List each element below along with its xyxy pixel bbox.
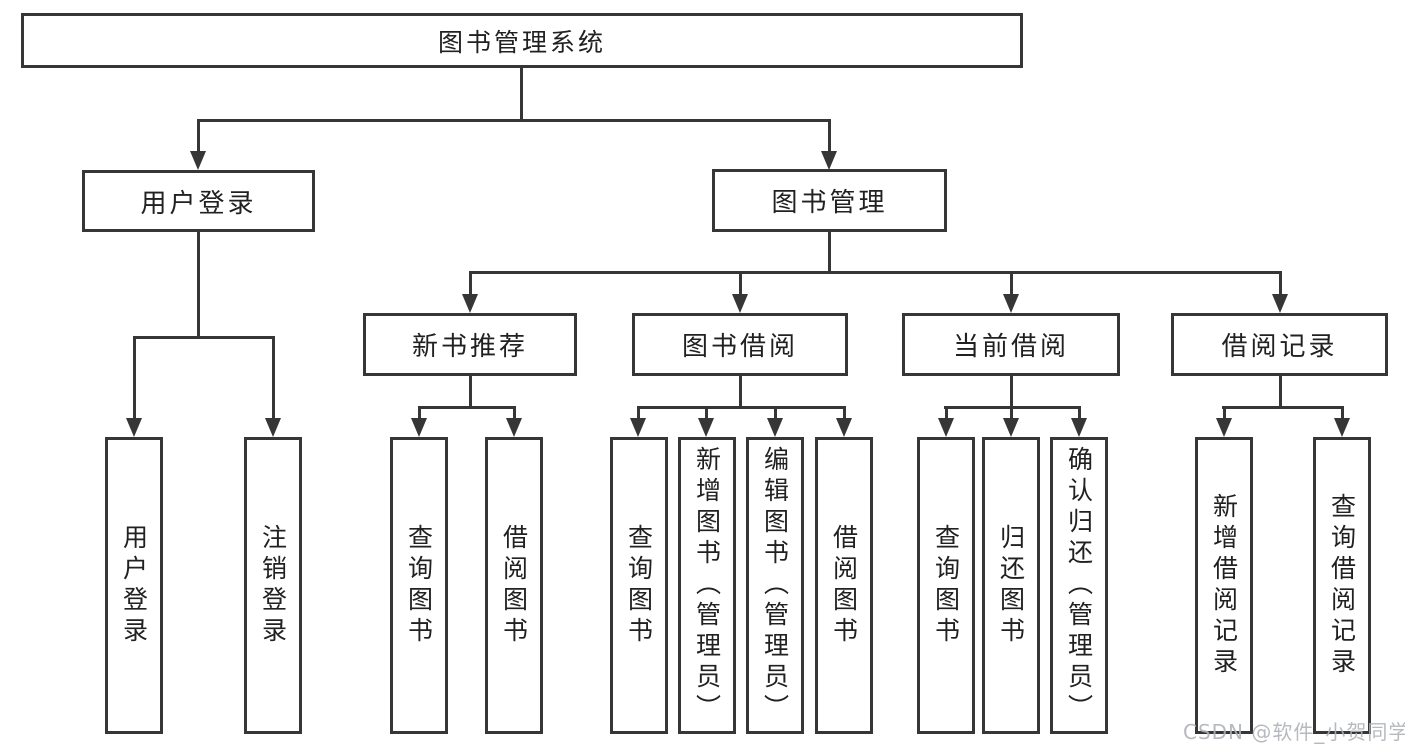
arrowhead-down-icon bbox=[767, 418, 783, 437]
leaf-borrow-books-borrowing: 借阅图书 bbox=[815, 437, 873, 734]
leaf-return-books: 归还图书 bbox=[982, 437, 1040, 734]
arrowhead-down-icon bbox=[462, 294, 478, 313]
connector-line bbox=[197, 119, 831, 122]
arrowhead-down-icon bbox=[1003, 418, 1019, 437]
arrowhead-down-icon bbox=[698, 418, 714, 437]
arrowhead-down-icon bbox=[265, 418, 281, 437]
connector-line bbox=[637, 406, 846, 409]
node-book-borrowing: 图书借阅 bbox=[632, 313, 848, 376]
connector-line bbox=[1010, 271, 1013, 295]
connector-line bbox=[418, 406, 421, 420]
connector-line bbox=[739, 271, 742, 295]
arrowhead-down-icon bbox=[1334, 418, 1350, 437]
arrowhead-down-icon bbox=[506, 418, 522, 437]
node-book-management: 图书管理 bbox=[712, 169, 947, 232]
connector-line bbox=[469, 376, 472, 408]
connector-line bbox=[637, 406, 640, 420]
node-borrowing-records: 借阅记录 bbox=[1171, 313, 1388, 376]
watermark: CSDN @软件_小贺同学 bbox=[1183, 720, 1405, 744]
connector-line bbox=[520, 68, 523, 121]
connector-line bbox=[197, 119, 200, 153]
connector-line bbox=[197, 232, 200, 338]
leaf-borrow-books-recommend: 借阅图书 bbox=[485, 437, 543, 734]
connector-line bbox=[469, 271, 472, 295]
leaf-logout: 注销登录 bbox=[244, 437, 302, 734]
node-new-book-recommendation: 新书推荐 bbox=[363, 313, 577, 376]
arrowhead-down-icon bbox=[1216, 418, 1232, 437]
connector-line bbox=[843, 406, 846, 420]
connector-line bbox=[1078, 406, 1081, 420]
leaf-query-books-current: 查询图书 bbox=[917, 437, 975, 734]
leaf-query-books-recommend: 查询图书 bbox=[390, 437, 448, 734]
leaf-edit-books-admin: 编辑图书（管理员） bbox=[746, 437, 804, 734]
leaf-user-login: 用户登录 bbox=[105, 437, 163, 734]
connector-line bbox=[1279, 376, 1282, 408]
leaf-query-borrow-record: 查询借阅记录 bbox=[1313, 437, 1371, 734]
arrowhead-down-icon bbox=[1003, 294, 1019, 313]
connector-line bbox=[1010, 376, 1013, 408]
connector-line bbox=[1010, 406, 1013, 420]
connector-line bbox=[1223, 406, 1226, 420]
connector-line bbox=[272, 336, 275, 419]
connector-line bbox=[828, 119, 831, 153]
connector-line bbox=[1222, 406, 1344, 409]
connector-line bbox=[739, 376, 742, 408]
arrowhead-down-icon bbox=[836, 418, 852, 437]
node-user-login: 用户登录 bbox=[82, 170, 315, 232]
connector-line bbox=[418, 406, 516, 409]
arrowhead-down-icon bbox=[630, 418, 646, 437]
node-library-system: 图书管理系统 bbox=[21, 13, 1023, 68]
connector-line bbox=[774, 406, 777, 420]
arrowhead-down-icon bbox=[1272, 294, 1288, 313]
leaf-add-borrow-record: 新增借阅记录 bbox=[1195, 437, 1253, 734]
arrowhead-down-icon bbox=[190, 151, 206, 170]
connector-line bbox=[133, 336, 136, 419]
arrowhead-down-icon bbox=[1071, 418, 1087, 437]
leaf-confirm-return-admin: 确认归还（管理员） bbox=[1050, 437, 1108, 734]
connector-line bbox=[513, 406, 516, 420]
leaf-query-books-borrowing: 查询图书 bbox=[610, 437, 668, 734]
leaf-add-books-admin: 新增图书（管理员） bbox=[678, 437, 736, 734]
connector-line bbox=[1341, 406, 1344, 420]
connector-line bbox=[705, 406, 708, 420]
arrowhead-down-icon bbox=[126, 418, 142, 437]
connector-line bbox=[1279, 271, 1282, 295]
arrowhead-down-icon bbox=[732, 294, 748, 313]
connector-line bbox=[133, 336, 275, 339]
arrowhead-down-icon bbox=[821, 151, 837, 170]
connector-line bbox=[469, 271, 1282, 274]
arrowhead-down-icon bbox=[411, 418, 427, 437]
node-current-borrowing: 当前借阅 bbox=[902, 313, 1120, 376]
arrowhead-down-icon bbox=[938, 418, 954, 437]
connector-line bbox=[945, 406, 948, 420]
connector-line bbox=[828, 232, 831, 274]
